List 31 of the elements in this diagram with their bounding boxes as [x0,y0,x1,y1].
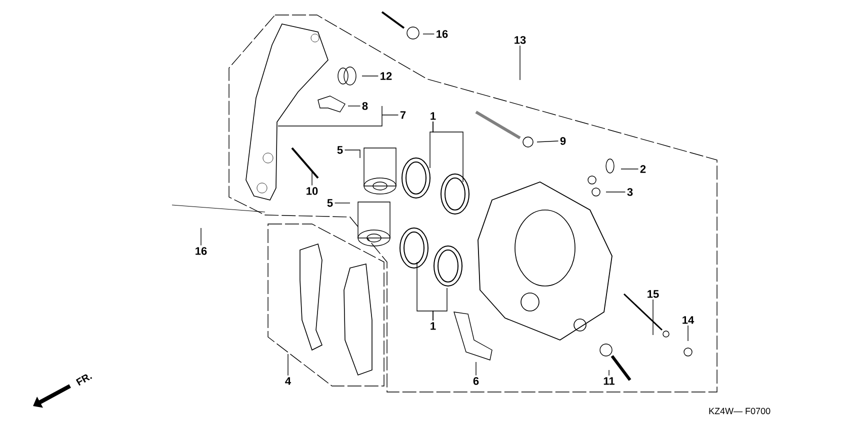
callout-number: 12 [380,72,392,80]
leader-line [200,228,202,246]
leader-line [432,121,464,182]
direction-label: FR. [76,374,92,386]
callout-number: 8 [362,102,368,110]
leader-line [278,106,399,126]
leader-line [608,370,610,376]
callout-number: 1 [430,112,436,120]
callout-number: 5 [337,146,343,154]
callout-number: 2 [640,165,646,173]
callout-number: 1 [430,322,436,330]
callout-number: 6 [473,377,479,385]
callout-number: 16 [436,30,448,38]
callout-number: 13 [514,36,526,44]
callout-number: 9 [560,137,566,145]
callout-number: 15 [648,290,659,298]
callout-number: 5 [327,199,333,207]
leader-line [344,150,360,158]
callout-number: 14 [682,316,694,324]
leader-line [652,299,654,336]
leader-line [536,140,559,142]
callout-number: 4 [285,377,291,385]
leader-line [432,288,448,321]
callout-number: 10 [306,187,318,195]
leader-line [334,202,350,204]
callout-number: 3 [627,188,633,196]
callout-number: 16 [196,247,207,255]
drawing-code: KZ4W— F0700 [709,408,770,414]
callout-number: 11 [604,377,614,385]
leader-line [620,168,639,170]
callout-number: 7 [400,111,406,119]
